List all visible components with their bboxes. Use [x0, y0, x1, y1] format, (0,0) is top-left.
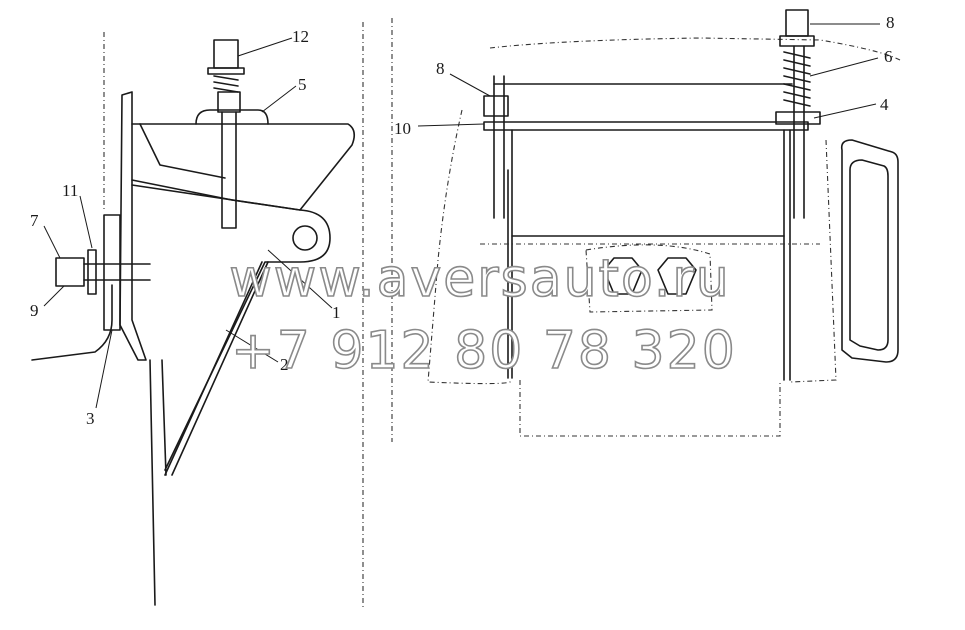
callout-12: 12	[292, 27, 309, 46]
side-panel	[840, 139, 899, 363]
top-plate	[483, 121, 809, 131]
leader-11	[79, 195, 93, 249]
callout-8-left: 8	[436, 59, 445, 78]
mounting-plate	[119, 91, 147, 361]
leader-4	[813, 103, 877, 119]
right-stud	[793, 45, 805, 219]
upper-washer	[207, 67, 245, 75]
diagonal-brace	[164, 261, 269, 476]
side-panel-inner	[849, 159, 889, 351]
callout-7: 7	[30, 211, 39, 230]
upper-nut	[213, 39, 239, 69]
u-bracket	[195, 109, 269, 125]
lower-nut	[217, 91, 241, 113]
callout-9: 9	[30, 301, 39, 320]
right-nut	[785, 9, 809, 37]
housing-side-right	[783, 129, 791, 381]
hidden-bracket	[585, 244, 713, 313]
leader-6	[809, 57, 879, 77]
right-spring	[783, 51, 811, 107]
housing-side-left	[507, 169, 513, 379]
leader-9	[43, 285, 65, 307]
callout-8-right: 8	[886, 13, 895, 32]
stud-bolt	[221, 111, 237, 229]
side-bolt-shank	[83, 263, 151, 281]
cab-floor-edge	[31, 284, 113, 361]
bracket-rib	[139, 123, 226, 179]
callout-4: 4	[880, 95, 889, 114]
leader-5	[261, 85, 297, 113]
leader-2	[225, 329, 279, 363]
leader-7	[43, 225, 61, 259]
callout-2: 2	[280, 355, 289, 374]
bracket-body	[131, 123, 356, 211]
right-view	[391, 9, 901, 442]
left-nut	[483, 95, 509, 117]
housing-lower	[519, 380, 781, 437]
upper-spring	[213, 75, 239, 93]
leader-3	[95, 329, 113, 409]
left-view	[31, 22, 364, 610]
bracket-arm	[131, 184, 331, 471]
cab-top-outline	[489, 37, 901, 61]
hex-nut-right	[657, 257, 697, 295]
callout-6: 6	[884, 47, 893, 66]
watermark-phone: +7 912 80 78 320	[231, 321, 737, 381]
cab-right-outline	[789, 139, 837, 383]
hex-nut-left	[603, 257, 643, 295]
right-washer	[779, 35, 815, 47]
left-stud	[493, 75, 505, 219]
leader-1	[267, 249, 333, 309]
callout-1: 1	[332, 303, 341, 322]
right-callouts: 8 8 6 10 4	[394, 13, 895, 138]
side-bolt-head	[55, 257, 85, 287]
leader-12	[237, 37, 293, 57]
side-spacer	[103, 214, 121, 331]
leader-8-left	[449, 73, 491, 97]
callout-11: 11	[62, 181, 78, 200]
support-strut	[149, 359, 167, 606]
right-bracket	[775, 111, 821, 125]
watermark: www.aversauto.ru +7 912 80 78 320	[228, 248, 737, 382]
side-washer	[87, 249, 97, 295]
housing-upper	[511, 129, 785, 237]
callout-10: 10	[394, 119, 411, 138]
watermark-site: www.aversauto.ru	[229, 249, 730, 309]
cab-left-outline	[427, 109, 512, 385]
pivot-hole	[292, 225, 318, 251]
callout-5: 5	[298, 75, 307, 94]
left-callouts: 12 5 11 7 9 3 1 2	[30, 27, 341, 428]
leader-10	[417, 123, 485, 127]
callout-3: 3	[86, 409, 95, 428]
